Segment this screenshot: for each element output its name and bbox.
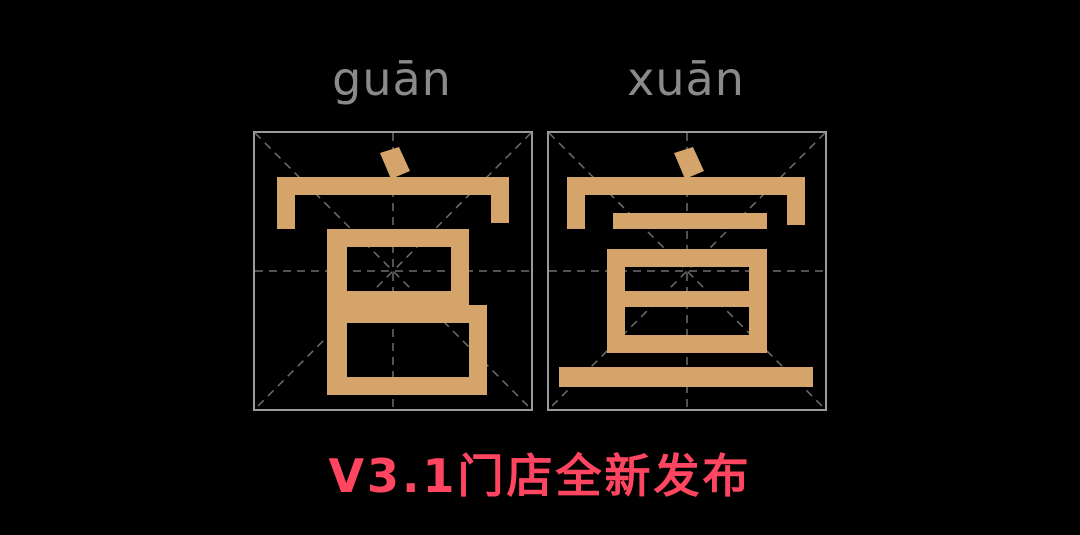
hanzi-xuan-glyph — [559, 147, 813, 387]
pinyin-xuan: xuān — [627, 52, 745, 106]
hanzi-guan-glyph — [277, 147, 509, 395]
tianzige-grid-guan — [253, 131, 533, 411]
pinyin-guan: guān — [332, 52, 452, 106]
tianzige-grid-xuan — [547, 131, 827, 411]
release-subtitle: V3.1门店全新发布 — [328, 449, 752, 503]
